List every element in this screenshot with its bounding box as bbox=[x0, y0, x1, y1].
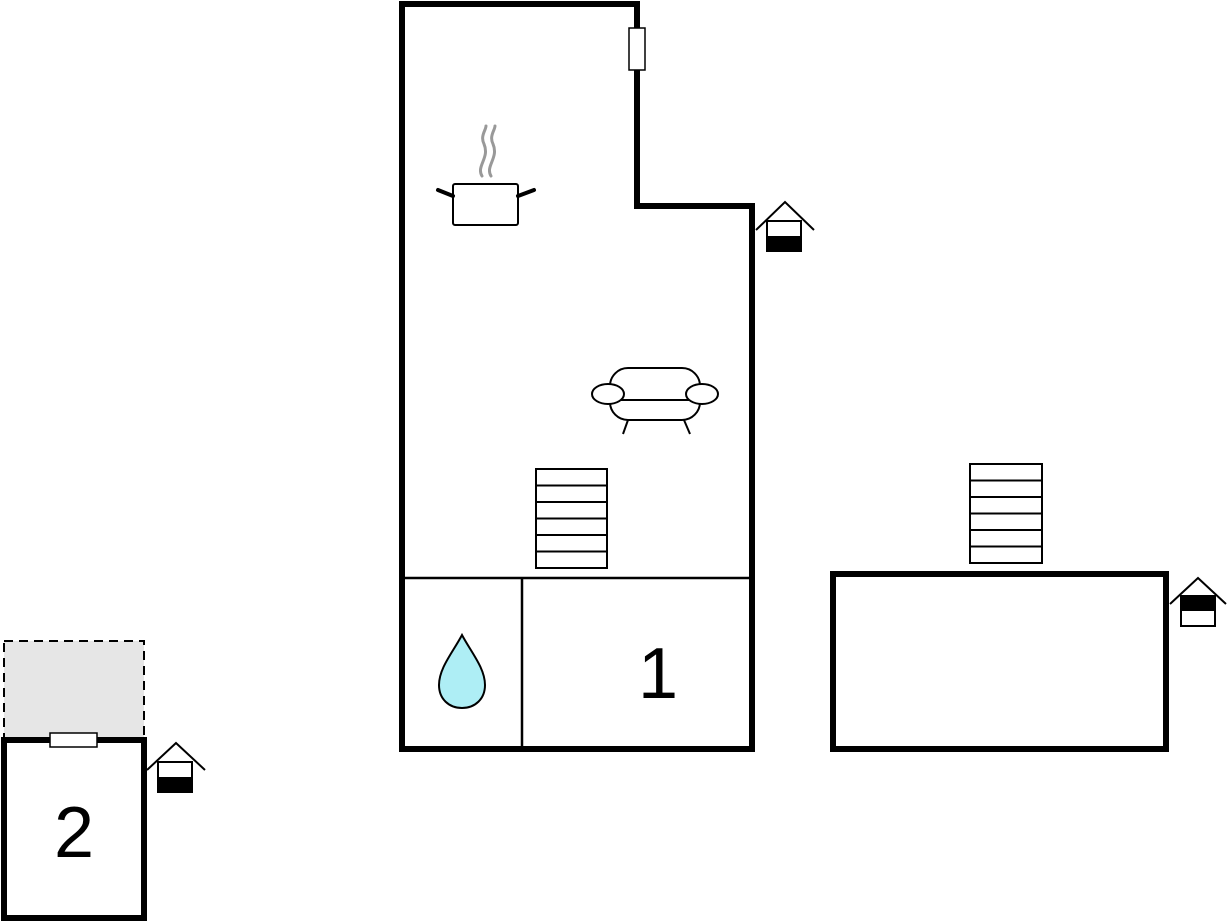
main-building bbox=[399, 1, 755, 752]
staircase-icon bbox=[969, 463, 1043, 564]
staircase-icon bbox=[535, 468, 608, 569]
terrace bbox=[3, 640, 145, 740]
cooking-pot-icon bbox=[436, 124, 536, 226]
right-building bbox=[830, 463, 1227, 752]
sofa-icon bbox=[591, 367, 719, 435]
floor-level-house-icon bbox=[755, 200, 815, 252]
floor-level-house-icon bbox=[1169, 576, 1227, 627]
window bbox=[628, 27, 646, 71]
small-building: 2 bbox=[1, 640, 147, 921]
main-building-outline bbox=[399, 1, 755, 752]
room-label-1: 1 bbox=[638, 634, 678, 714]
room-label-2: 2 bbox=[54, 793, 94, 873]
water-drop-icon bbox=[437, 632, 487, 710]
door bbox=[49, 732, 98, 748]
right-building-outline bbox=[830, 571, 1169, 752]
floor-level-house-icon bbox=[146, 741, 206, 793]
